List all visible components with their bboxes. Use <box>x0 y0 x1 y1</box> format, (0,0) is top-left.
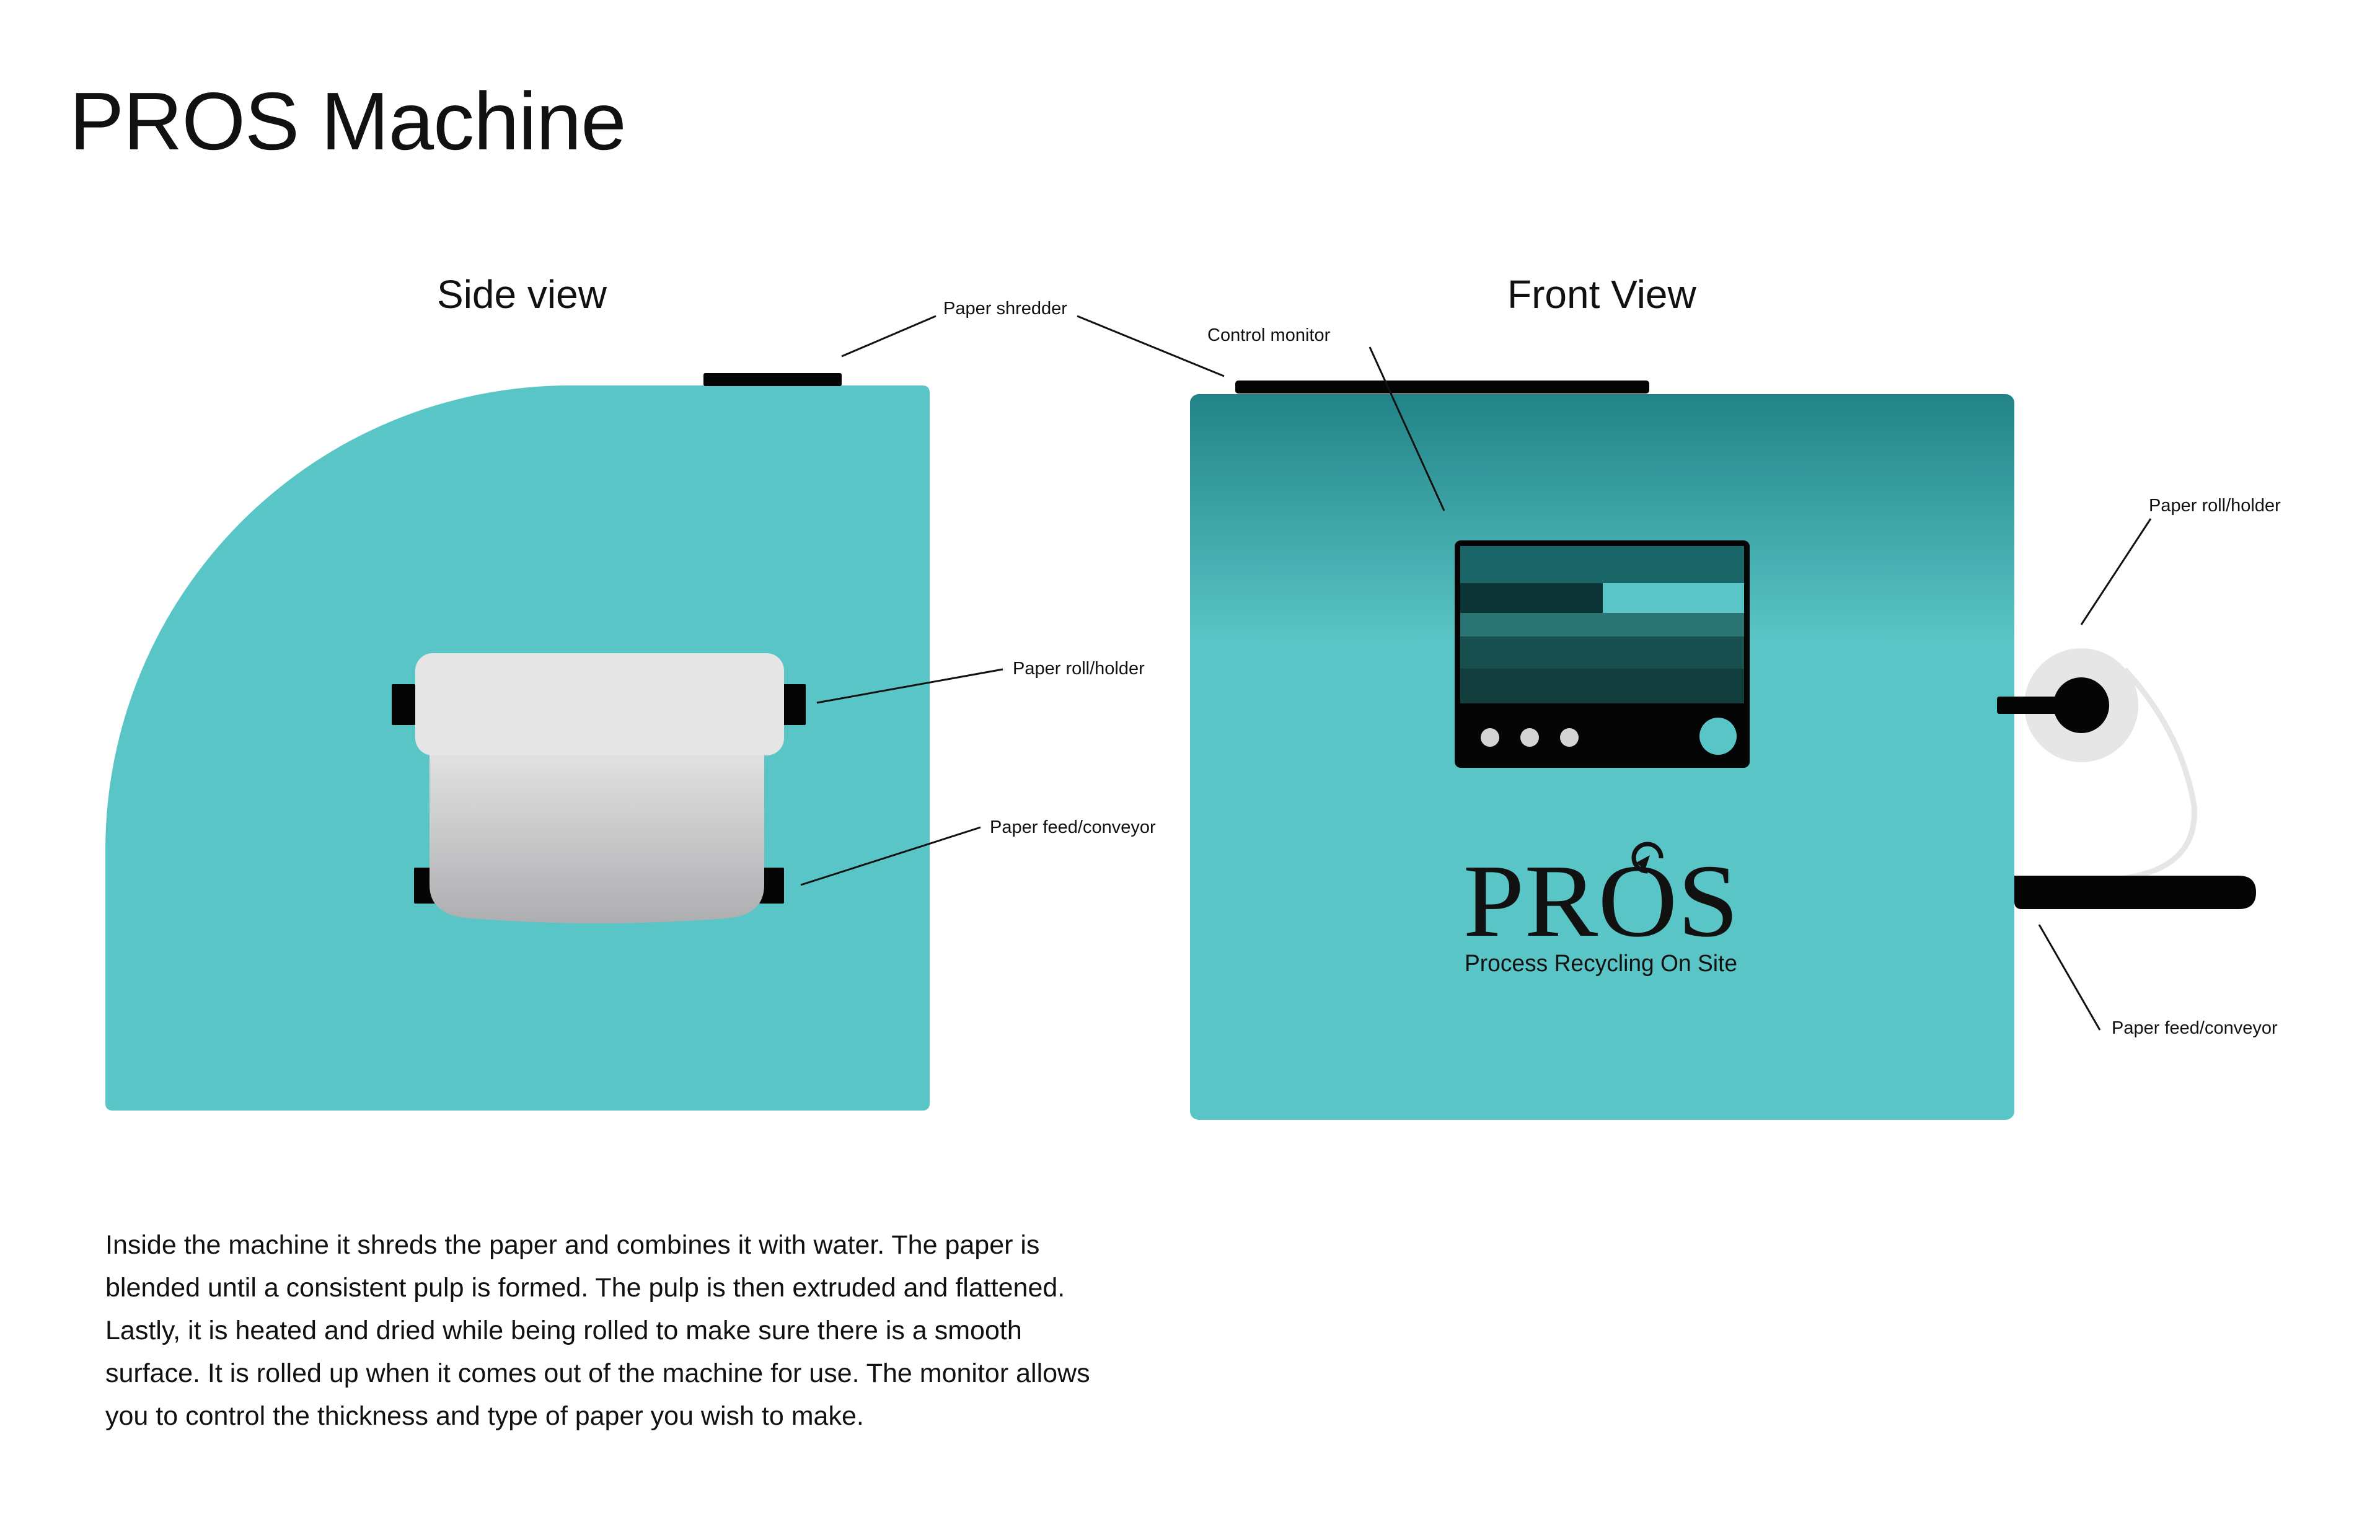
side-roll-peg-left <box>392 684 415 725</box>
front-roll-holder <box>1997 648 2197 886</box>
side-paper-sheet <box>430 737 764 923</box>
callout-line-front-roll <box>2080 518 2152 625</box>
side-view <box>105 373 930 1111</box>
callouts <box>800 315 2152 1031</box>
front-paper-conveyor <box>2014 876 2256 909</box>
description-paragraph: Inside the machine it shreds the paper a… <box>105 1230 1090 1431</box>
callout-line-side-feed <box>800 826 981 886</box>
label-paper-shredder: Paper shredder <box>943 299 1067 319</box>
side-roll-peg-right <box>782 684 806 725</box>
monitor-band-3 <box>1460 613 1744 636</box>
front-view: PROS Process Recycling On Site <box>1190 381 2256 1120</box>
label-control-monitor: Control monitor <box>1207 325 1331 345</box>
label-front-paper-feed: Paper feed/conveyor <box>2112 1018 2278 1038</box>
side-paper-roll <box>415 653 784 755</box>
callout-line-front-shredder <box>1077 315 1225 377</box>
power-knob-icon[interactable] <box>1699 718 1737 755</box>
brand-tagline: Process Recycling On Site <box>1465 951 1737 977</box>
side-view-title: Side view <box>437 272 607 317</box>
brand-name: PROS <box>1463 843 1739 959</box>
monitor-dot-button-3[interactable] <box>1560 728 1579 747</box>
control-monitor[interactable] <box>1455 540 1750 768</box>
recycle-arrow-icon <box>1631 842 1664 874</box>
label-side-paper-roll: Paper roll/holder <box>1013 659 1145 679</box>
callout-line-control-monitor <box>1368 346 1445 511</box>
paper-feed-strip <box>2014 667 2197 886</box>
front-view-title: Front View <box>1507 272 1696 317</box>
monitor-band-2-left <box>1460 583 1603 613</box>
monitor-band-5 <box>1460 669 1744 703</box>
roll-axle <box>1997 697 2059 714</box>
label-side-paper-feed: Paper feed/conveyor <box>990 817 1156 837</box>
monitor-dot-button-1[interactable] <box>1481 728 1499 747</box>
side-paper-shredder <box>703 373 842 386</box>
monitor-dot-button-2[interactable] <box>1520 728 1539 747</box>
label-front-paper-roll: Paper roll/holder <box>2149 496 2281 516</box>
monitor-band-2-right <box>1603 583 1744 613</box>
callout-line-front-feed <box>2038 924 2101 1031</box>
page-title: PROS Machine <box>69 76 627 167</box>
callout-line-side-roll <box>816 668 1003 704</box>
paper-roll-core <box>2053 677 2109 733</box>
pros-logo: PROS Process Recycling On Site <box>1463 842 1739 977</box>
front-paper-shredder <box>1235 381 1649 394</box>
monitor-band-1 <box>1460 546 1744 583</box>
monitor-band-4 <box>1460 636 1744 669</box>
side-conveyor-peg-right <box>759 868 784 904</box>
callout-line-side-shredder <box>841 315 937 358</box>
